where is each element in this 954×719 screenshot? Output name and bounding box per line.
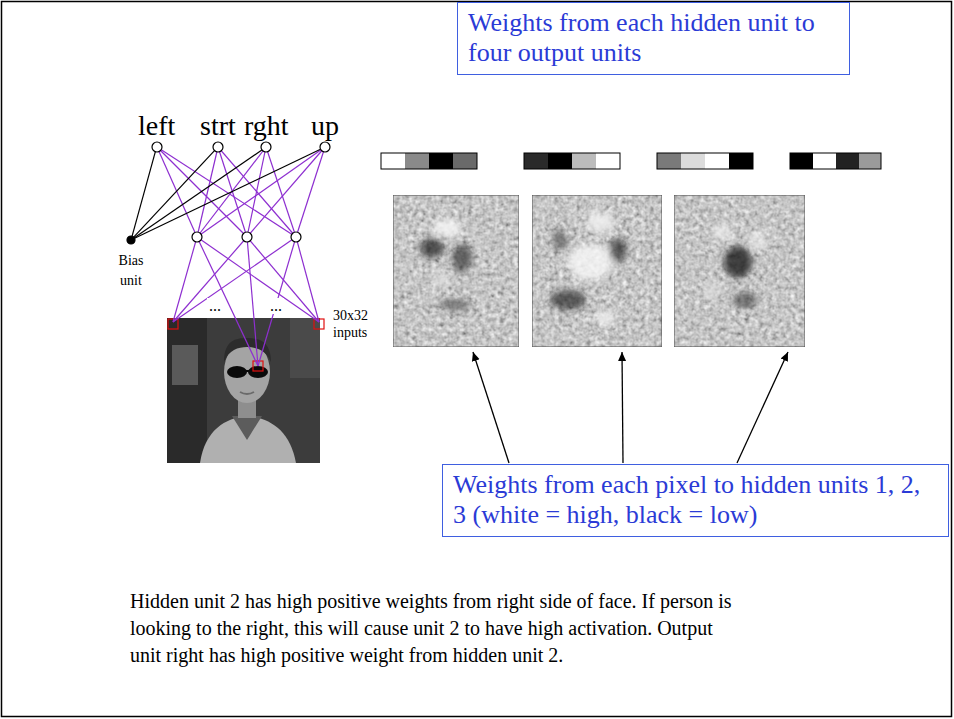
callout-box: Weights from each hidden unit to four ou… <box>457 2 850 75</box>
ellipsis-label: ... <box>268 298 284 314</box>
bias-link <box>132 152 155 236</box>
unit-circle-shape <box>213 142 223 152</box>
unit-circle-shape <box>152 142 162 152</box>
output-unit: strt <box>200 111 236 153</box>
bias-link <box>135 149 321 238</box>
unit-circle <box>212 141 224 153</box>
node-text: Weights from each pixel to hidden units … <box>453 470 938 530</box>
weight-image <box>393 195 519 347</box>
leader-arrow <box>473 352 788 463</box>
node-text: up <box>311 111 339 141</box>
weight-image <box>674 195 805 347</box>
unit-circle <box>260 141 272 153</box>
weight-bar <box>657 153 753 169</box>
unit-circle-shape <box>320 142 330 152</box>
node-text: rght <box>244 111 289 141</box>
node-text: Bias unit <box>114 251 148 291</box>
hidden-input-links <box>173 237 319 366</box>
bias-link <box>134 150 262 238</box>
unit-circle <box>319 141 331 153</box>
weight-bar <box>790 153 881 169</box>
node-text: Weights from each hidden unit to four ou… <box>468 8 839 68</box>
unit-circle <box>126 235 136 245</box>
output-unit: rght <box>244 111 289 153</box>
ellipsis-label: ... <box>207 298 223 314</box>
output-unit: left <box>138 111 175 153</box>
caption-text: Hidden unit 2 has high positive weights … <box>130 588 745 669</box>
output-hidden-links <box>157 147 325 237</box>
bias-unit: Bias unit <box>109 235 153 291</box>
weight-image <box>532 195 662 347</box>
bias-link <box>134 151 215 237</box>
output-unit: up <box>311 111 339 153</box>
weight-bar <box>524 153 620 169</box>
hidden-unit <box>192 232 301 242</box>
node-text: strt <box>200 111 236 141</box>
callout-box: Weights from each pixel to hidden units … <box>442 464 949 537</box>
unit-circle-shape <box>127 236 135 244</box>
unit-circle-shape <box>261 142 271 152</box>
unit-circle <box>151 141 163 153</box>
input-size-label: 30x32 inputs <box>333 307 377 341</box>
node-text: left <box>138 111 175 141</box>
weight-bar <box>381 153 477 169</box>
